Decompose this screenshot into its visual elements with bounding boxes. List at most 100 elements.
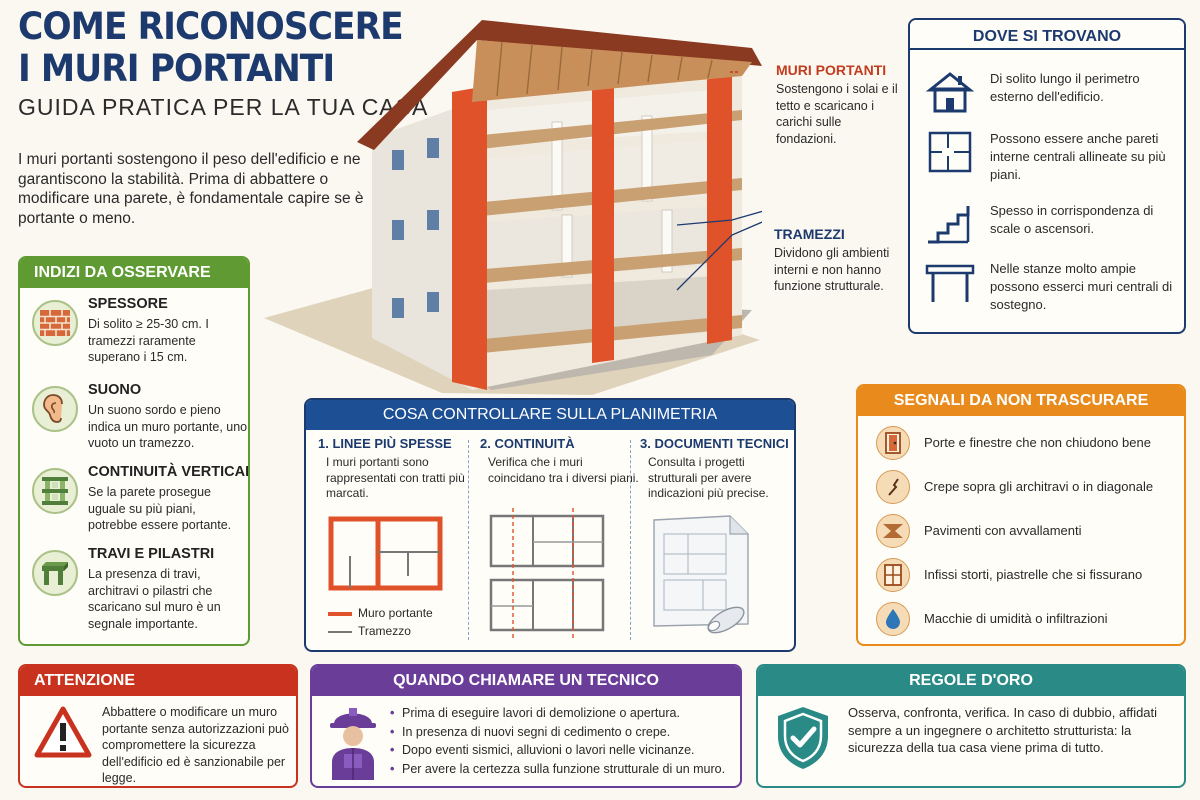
quando-item: Dopo eventi sismici, alluvioni o lavori … — [390, 741, 735, 760]
callout-tramezzi: TRAMEZZI Dividono gli ambienti interni e… — [774, 226, 902, 295]
dove-panel: DOVE SI TROVANO Di solito lungo il perim… — [908, 18, 1186, 334]
technician-icon — [330, 708, 376, 780]
floorplan-icon — [928, 131, 972, 173]
dove-item: Nelle stanze molto ampie possono esserci… — [924, 260, 1179, 320]
clue-text: La presenza di travi, architravi o pilas… — [88, 567, 221, 631]
water-drop-icon — [876, 602, 910, 636]
attenzione-panel: ATTENZIONE Abbattere o modificare un mur… — [18, 664, 298, 788]
floor-sag-icon — [876, 514, 910, 548]
continuity-plans — [489, 508, 605, 638]
attenzione-title: ATTENZIONE — [20, 666, 296, 696]
callout-muri-title: MURI PORTANTI — [776, 62, 887, 78]
legend-swatch-tramezzo — [328, 630, 352, 633]
door-icon — [876, 426, 910, 460]
callout-muri-text: Sostengono i solai e il tetto e scarican… — [776, 82, 898, 146]
plan-col-title: 2. CONTINUITÀ — [480, 436, 575, 451]
dove-item-text: Di solito lungo il perimetro esterno del… — [990, 71, 1140, 104]
legend-swatch-portante — [328, 611, 352, 616]
clue-text: Di solito ≥ 25-30 cm. I tramezzi raramen… — [88, 317, 209, 364]
dove-item: Possono essere anche pareti interne cent… — [924, 130, 1179, 190]
clue-continuita: CONTINUITÀ VERTICALE Se la parete proseg… — [32, 464, 250, 540]
clue-travi: TRAVI E PILASTRI La presenza di travi, a… — [32, 546, 247, 642]
segnale-item: Pavimenti con avvallamenti — [876, 514, 1176, 548]
segnale-item: Macchie di umidità o infiltrazioni — [876, 602, 1176, 636]
plan-col-text: I muri portanti sono rappresentati con t… — [326, 455, 465, 500]
segnali-title: SEGNALI DA NON TRASCURARE — [858, 386, 1184, 416]
plan-col-text: Consulta i progetti strutturali per aver… — [648, 455, 769, 500]
attenzione-text: Abbattere o modificare un muro portante … — [102, 705, 289, 785]
callout-muri-portanti: MURI PORTANTI Sostengono i solai e il te… — [776, 62, 904, 147]
divider — [630, 440, 631, 640]
indizi-title: INDIZI DA OSSERVARE — [20, 258, 248, 288]
roof — [357, 20, 762, 150]
quando-panel: QUANDO CHIAMARE UN TECNICO Prima di eseg… — [310, 664, 742, 788]
plan-col-text: Verifica che i muri coincidano tra i div… — [488, 455, 639, 485]
thick-lines-plan — [328, 516, 443, 591]
regole-title: REGOLE D'ORO — [758, 666, 1184, 696]
blueprint-roll-icon — [653, 515, 749, 634]
stairs-icon — [928, 206, 970, 244]
clue-title: CONTINUITÀ VERTICALE — [88, 464, 250, 480]
clue-spessore: SPESSORE Di solito ≥ 25-30 cm. I tramezz… — [32, 296, 247, 376]
dove-item-text: Possono essere anche pareti interne cent… — [990, 131, 1166, 182]
page-subtitle: GUIDA PRATICA PER LA TUA CASA — [18, 94, 429, 120]
legend-tramezzo: Tramezzo — [358, 624, 411, 638]
divider — [468, 440, 469, 640]
segnale-text: Infissi storti, piastrelle che si fissur… — [924, 567, 1143, 582]
regole-panel: REGOLE D'ORO Osserva, confronta, verific… — [756, 664, 1186, 788]
bearing-walls — [452, 72, 732, 390]
clue-title: SUONO — [88, 382, 142, 398]
clue-suono: SUONO Un suono sordo e pieno indica un m… — [32, 382, 247, 458]
quando-item: In presenza di nuovi segni di cedimento … — [390, 723, 735, 742]
stacked-floors-icon — [32, 468, 78, 514]
house-icon — [925, 72, 975, 113]
legend-portante: Muro portante — [358, 606, 433, 620]
plan-legend: Muro portante Tramezzo — [328, 604, 478, 640]
callout-tramezzi-title: TRAMEZZI — [774, 226, 845, 242]
clue-title: TRAVI E PILASTRI — [88, 546, 215, 562]
segnale-text: Crepe sopra gli architravi o in diagonal… — [924, 479, 1154, 494]
segnale-item: Porte e finestre che non chiudono bene — [876, 426, 1176, 460]
quando-title: QUANDO CHIAMARE UN TECNICO — [312, 666, 740, 696]
indizi-panel: INDIZI DA OSSERVARE SPESSORE Di solito ≥… — [18, 256, 250, 646]
dove-item: Spesso in corrispondenza di scale o asce… — [924, 202, 1179, 252]
planimetria-title: COSA CONTROLLARE SULLA PLANIMETRIA — [306, 400, 794, 430]
dove-item-text: Nelle stanze molto ampie possono esserci… — [990, 261, 1173, 312]
dove-title: DOVE SI TROVANO — [910, 20, 1184, 50]
clue-text: Se la parete prosegue uguale su più pian… — [88, 485, 232, 532]
regole-text: Osserva, confronta, verifica. In caso di… — [848, 705, 1158, 755]
house-illustration — [262, 10, 768, 395]
window-icon — [876, 558, 910, 592]
beam-icon — [32, 550, 78, 596]
dove-item: Di solito lungo il perimetro esterno del… — [924, 70, 1179, 120]
warning-icon — [34, 706, 92, 758]
title-block: COME RICONOSCERE I MURI PORTANTI GUIDA P… — [18, 5, 429, 121]
portal-frame-icon — [925, 264, 975, 302]
shield-check-icon — [778, 707, 828, 769]
callout-tramezzi-text: Dividono gli ambienti interni e non hann… — [774, 246, 890, 293]
clue-title: SPESSORE — [88, 296, 168, 312]
plan-col-title: 3. DOCUMENTI TECNICI — [640, 436, 789, 451]
planimetria-panel: COSA CONTROLLARE SULLA PLANIMETRIA 1. LI… — [304, 398, 796, 652]
quando-list: Prima di eseguire lavori di demolizione … — [390, 704, 735, 778]
plan-col-spesse: 1. LINEE PIÙ SPESSE I muri portanti sono… — [318, 436, 478, 646]
page-title-line-2: I MURI PORTANTI — [18, 47, 335, 90]
intro-paragraph: I muri portanti sostengono il peso dell'… — [18, 151, 364, 227]
segnale-item: Crepe sopra gli architravi o in diagonal… — [876, 470, 1176, 504]
clue-text: Un suono sordo e pieno indica un muro po… — [88, 403, 248, 450]
ear-icon — [32, 386, 78, 432]
quando-item: Per avere la certezza sulla funzione str… — [390, 760, 735, 779]
quando-item: Prima di eseguire lavori di demolizione … — [390, 704, 735, 723]
left-windows — [392, 138, 439, 318]
brick-wall-icon — [32, 300, 78, 346]
segnale-text: Macchie di umidità o infiltrazioni — [924, 611, 1108, 626]
plan-col-documenti: 3. DOCUMENTI TECNICI Consulta i progetti… — [640, 436, 792, 646]
segnale-text: Porte e finestre che non chiudono bene — [924, 435, 1151, 450]
page-title-line-1: COME RICONOSCERE — [18, 5, 404, 48]
segnale-text: Pavimenti con avvallamenti — [924, 523, 1082, 538]
plan-col-continuita: 2. CONTINUITÀ Verifica che i muri coinci… — [480, 436, 640, 646]
segnale-item: Infissi storti, piastrelle che si fissur… — [876, 558, 1176, 592]
plan-col-title: 1. LINEE PIÙ SPESSE — [318, 436, 452, 451]
dove-item-text: Spesso in corrispondenza di scale o asce… — [990, 203, 1154, 236]
segnali-panel: SEGNALI DA NON TRASCURARE Porte e finest… — [856, 384, 1186, 646]
